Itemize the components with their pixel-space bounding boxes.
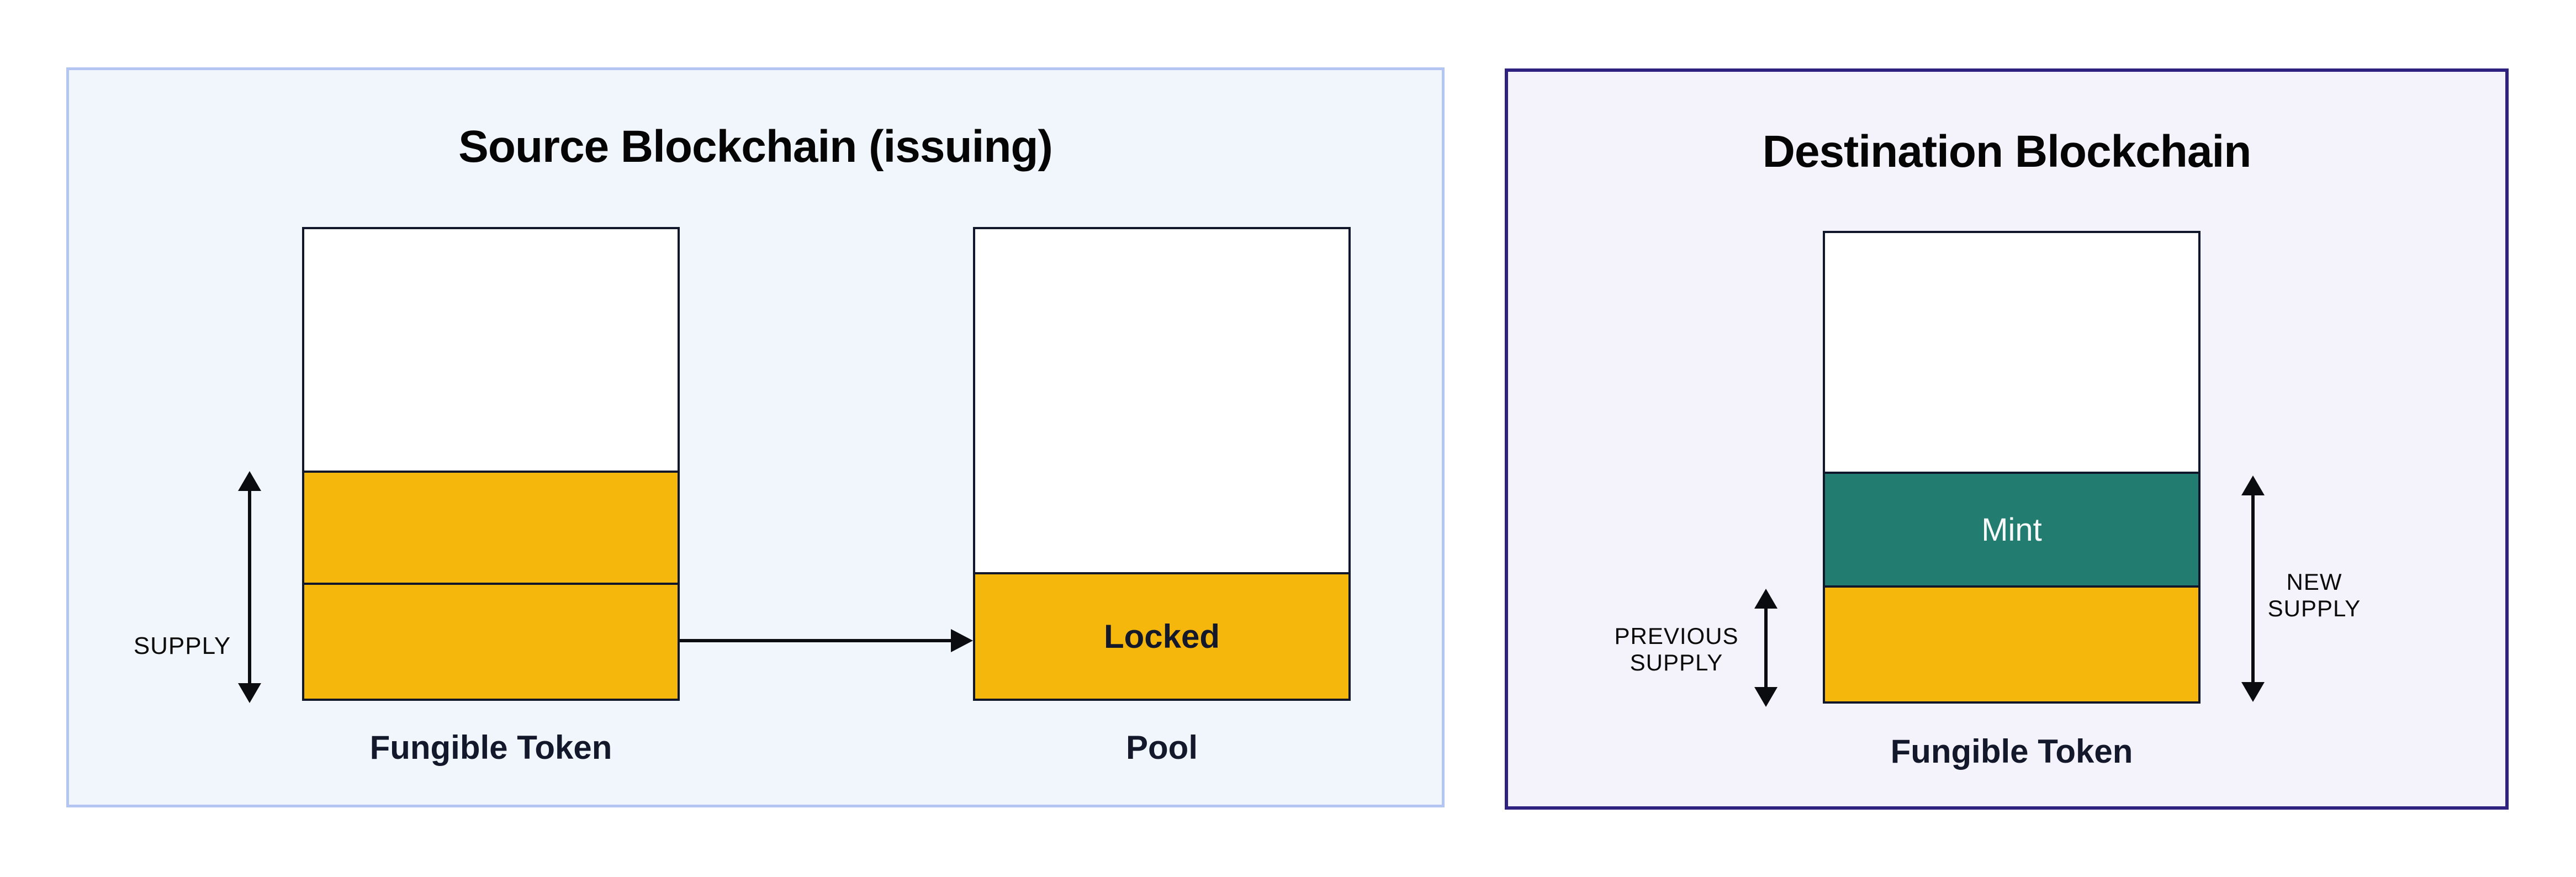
new-supply-line2: SUPPLY <box>2267 595 2361 622</box>
new-supply-label: NEW SUPPLY <box>2231 569 2397 622</box>
pool-empty-section <box>975 229 1348 572</box>
new-supply-arrow-icon <box>2240 476 2266 702</box>
supply-label: SUPPLY <box>133 632 231 659</box>
locked-label: Locked <box>1103 618 1220 655</box>
previous-supply-line1: PREVIOUS <box>1614 623 1739 649</box>
arrow-shaft <box>1764 609 1768 687</box>
arrow-head-up-icon <box>238 471 261 491</box>
destination-blockchain-panel: Destination Blockchain PREVIOUS SUPPLY M… <box>1505 68 2509 810</box>
pool-box: Locked <box>973 227 1351 701</box>
arrow-head-up-icon <box>1754 589 1778 609</box>
arrow-head-down-icon <box>1754 687 1778 707</box>
destination-panel-title: Destination Blockchain <box>1762 126 2252 177</box>
mint-label: Mint <box>1981 511 2042 548</box>
arrow-head-down-icon <box>238 683 261 703</box>
source-token-box-caption: Fungible Token <box>369 729 612 766</box>
source-panel-title: Source Blockchain (issuing) <box>458 121 1053 172</box>
source-fungible-token-box <box>302 227 680 701</box>
unissued-supply-section <box>304 229 678 471</box>
previous-supply-section <box>1825 585 2198 701</box>
arrow-shaft <box>248 491 251 683</box>
transfer-arrow-icon <box>680 629 973 652</box>
mint-section: Mint <box>1825 472 2198 585</box>
destination-fungible-token-box: Mint <box>1823 231 2201 704</box>
previous-supply-label: PREVIOUS SUPPLY <box>1577 623 1776 677</box>
destination-token-box-caption: Fungible Token <box>1890 733 2133 770</box>
unissued-supply-section <box>1825 233 2198 472</box>
supply-lower-section <box>304 583 678 699</box>
arrow-head-right-icon <box>951 629 973 652</box>
previous-supply-line2: SUPPLY <box>1630 649 1723 676</box>
arrow-head-up-icon <box>2241 476 2265 495</box>
pool-box-caption: Pool <box>1126 729 1198 766</box>
arrow-head-down-icon <box>2241 682 2265 702</box>
pool-locked-section: Locked <box>975 572 1348 699</box>
arrow-shaft <box>2251 495 2255 682</box>
source-blockchain-panel: Source Blockchain (issuing) SUPPLY Fungi… <box>66 67 1445 807</box>
previous-supply-arrow-icon <box>1753 589 1779 707</box>
supply-upper-section <box>304 471 678 583</box>
arrow-shaft <box>680 639 951 642</box>
new-supply-line1: NEW <box>2286 569 2342 595</box>
supply-arrow-icon <box>237 471 262 703</box>
